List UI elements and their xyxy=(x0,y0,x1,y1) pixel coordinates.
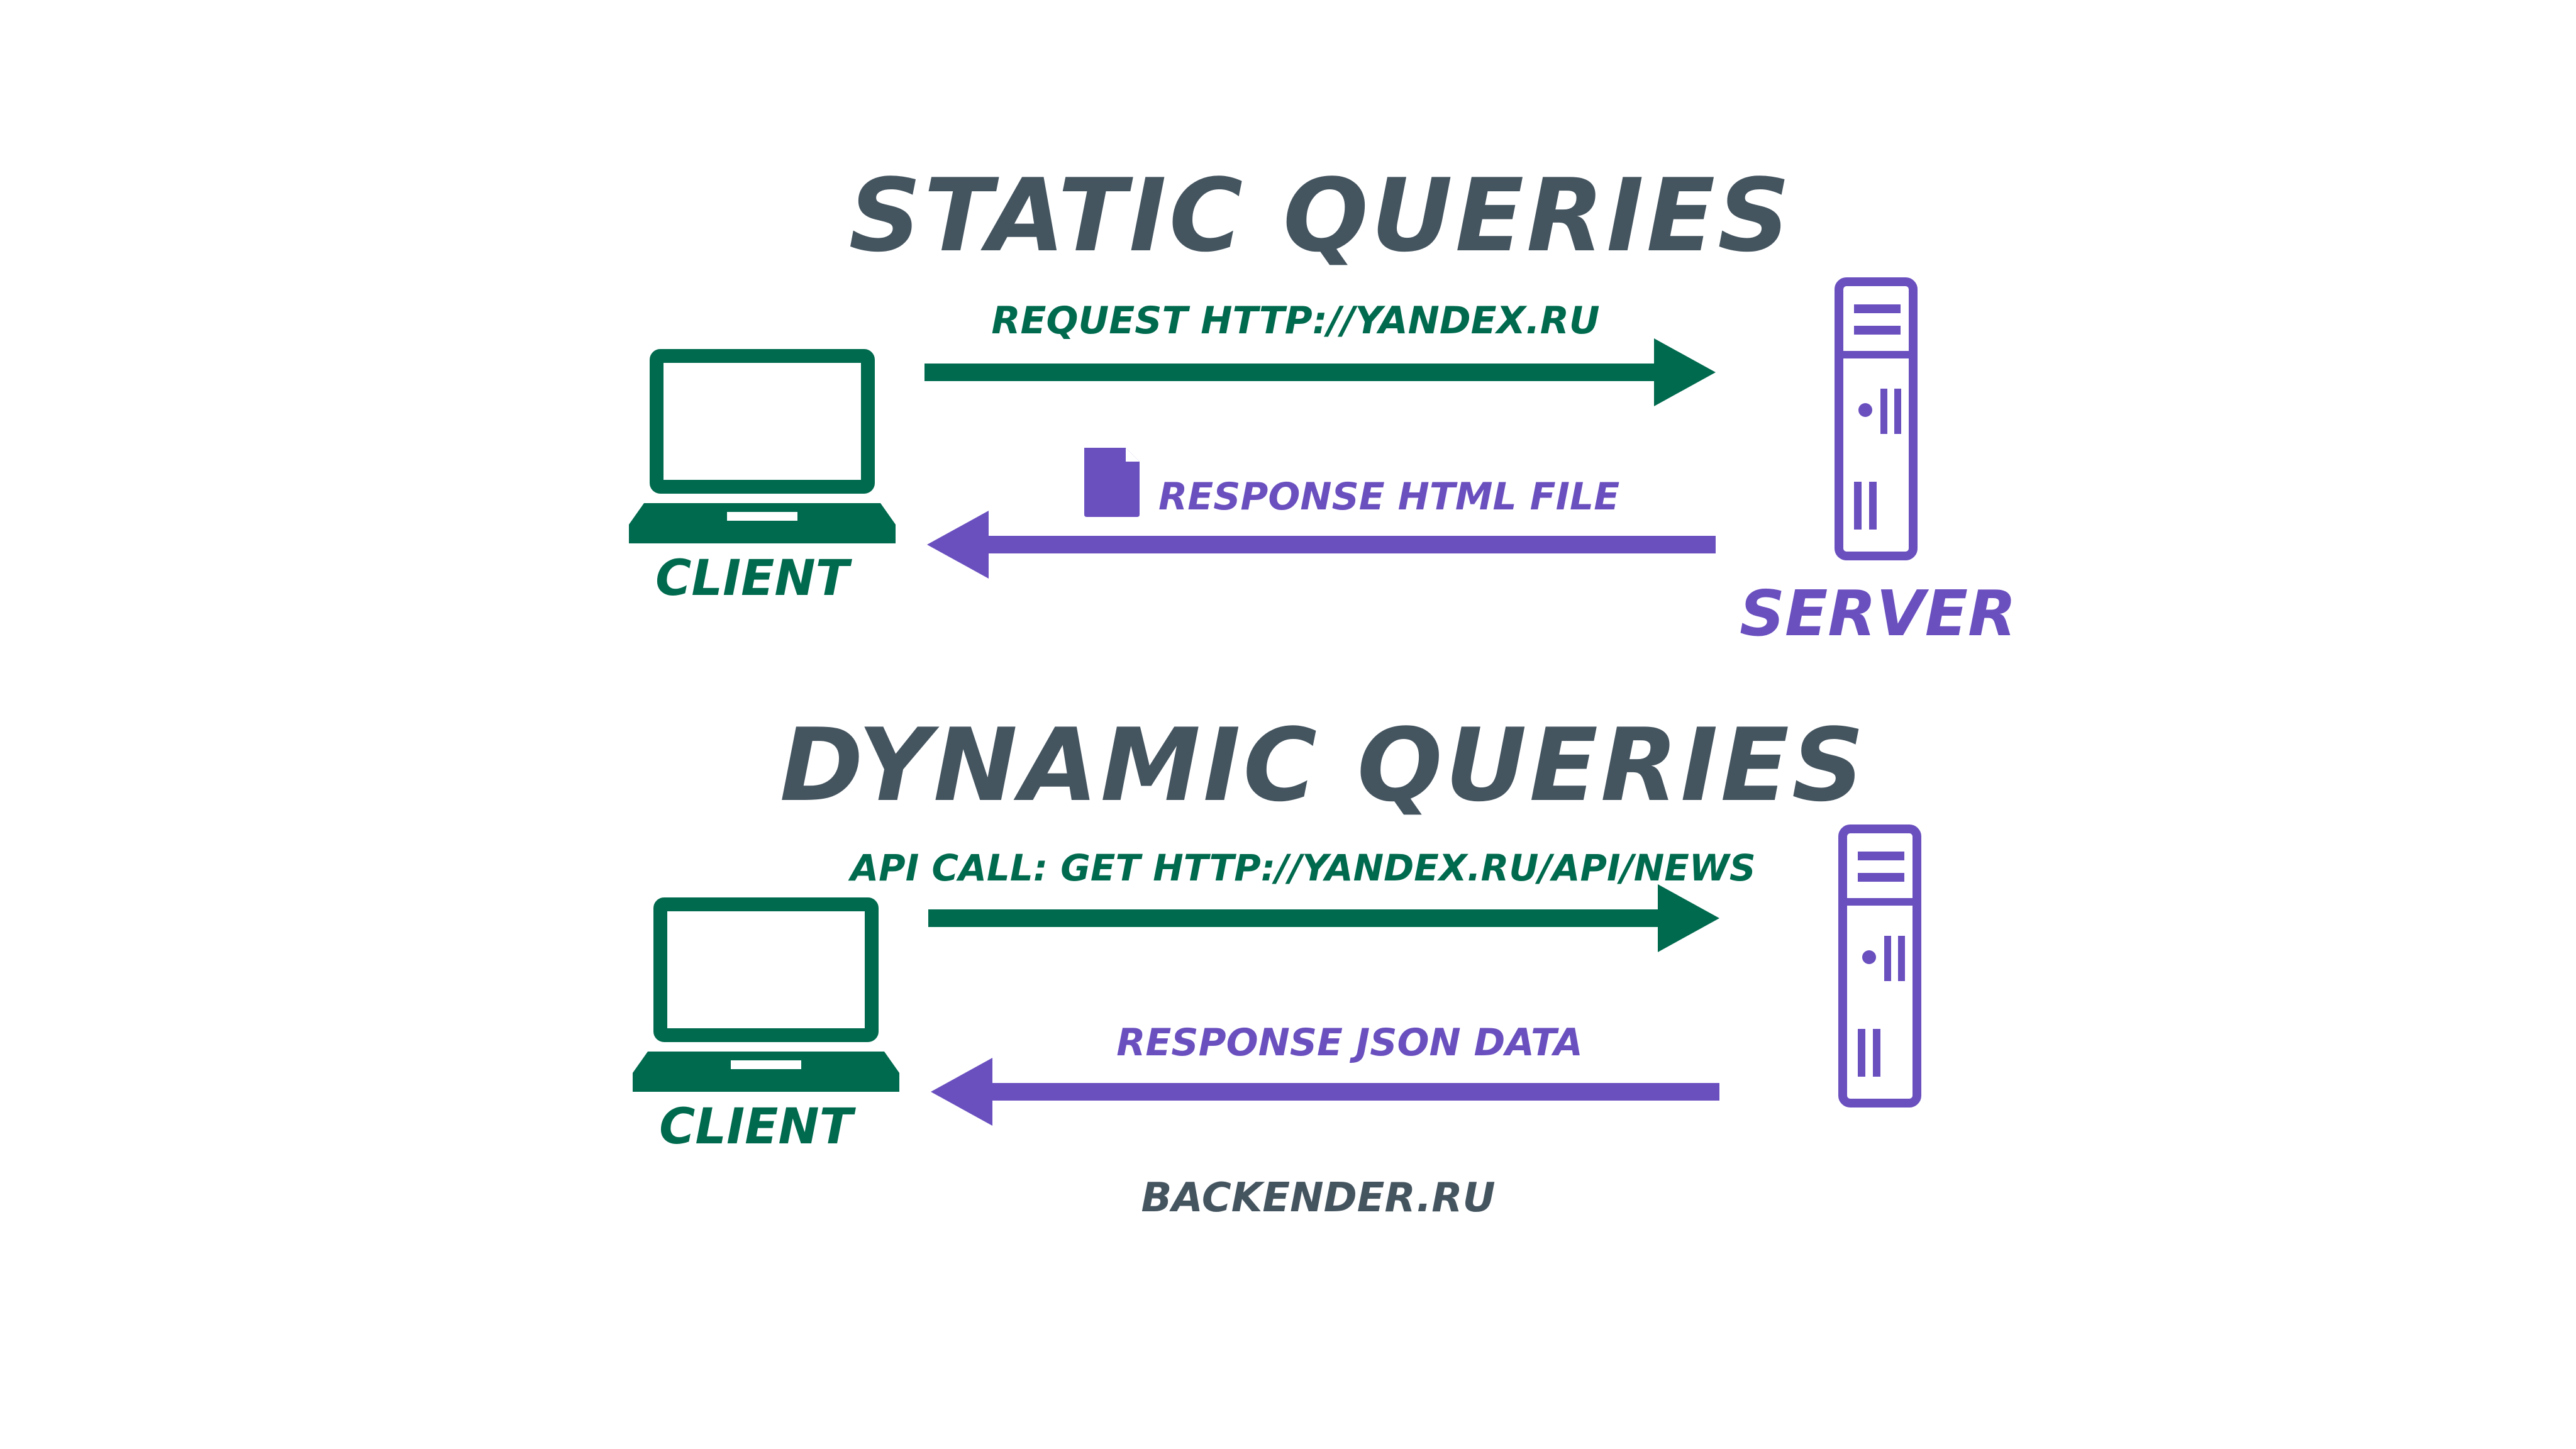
laptop-icon xyxy=(629,349,896,543)
static-queries-title: STATIC QUERIES xyxy=(849,157,1793,274)
static-client-label: CLIENT xyxy=(655,550,853,607)
laptop-icon xyxy=(633,897,899,1092)
dynamic-response-label: RESPONSE JSON DATA xyxy=(1116,1021,1583,1065)
static-response-label: RESPONSE HTML FILE xyxy=(1158,475,1619,519)
dynamic-request-arrow xyxy=(928,884,1719,952)
file-icon xyxy=(1084,448,1140,517)
dynamic-response-arrow xyxy=(931,1058,1719,1126)
static-request-arrow xyxy=(924,338,1716,406)
server-icon xyxy=(1835,277,1918,560)
dynamic-queries-title: DYNAMIC QUERIES xyxy=(780,706,1867,824)
static-request-label: REQUEST HTTP://YANDEX.RU xyxy=(991,299,1599,343)
static-response-arrow xyxy=(927,511,1716,579)
server-icon xyxy=(1838,824,1921,1108)
server-label: SERVER xyxy=(1740,577,2016,650)
footer-site-label: BACKENDER.RU xyxy=(1141,1175,1495,1221)
dynamic-request-label: API CALL: GET HTTP://YANDEX.RU/API/NEWS xyxy=(848,847,1755,889)
dynamic-client-label: CLIENT xyxy=(659,1099,857,1155)
